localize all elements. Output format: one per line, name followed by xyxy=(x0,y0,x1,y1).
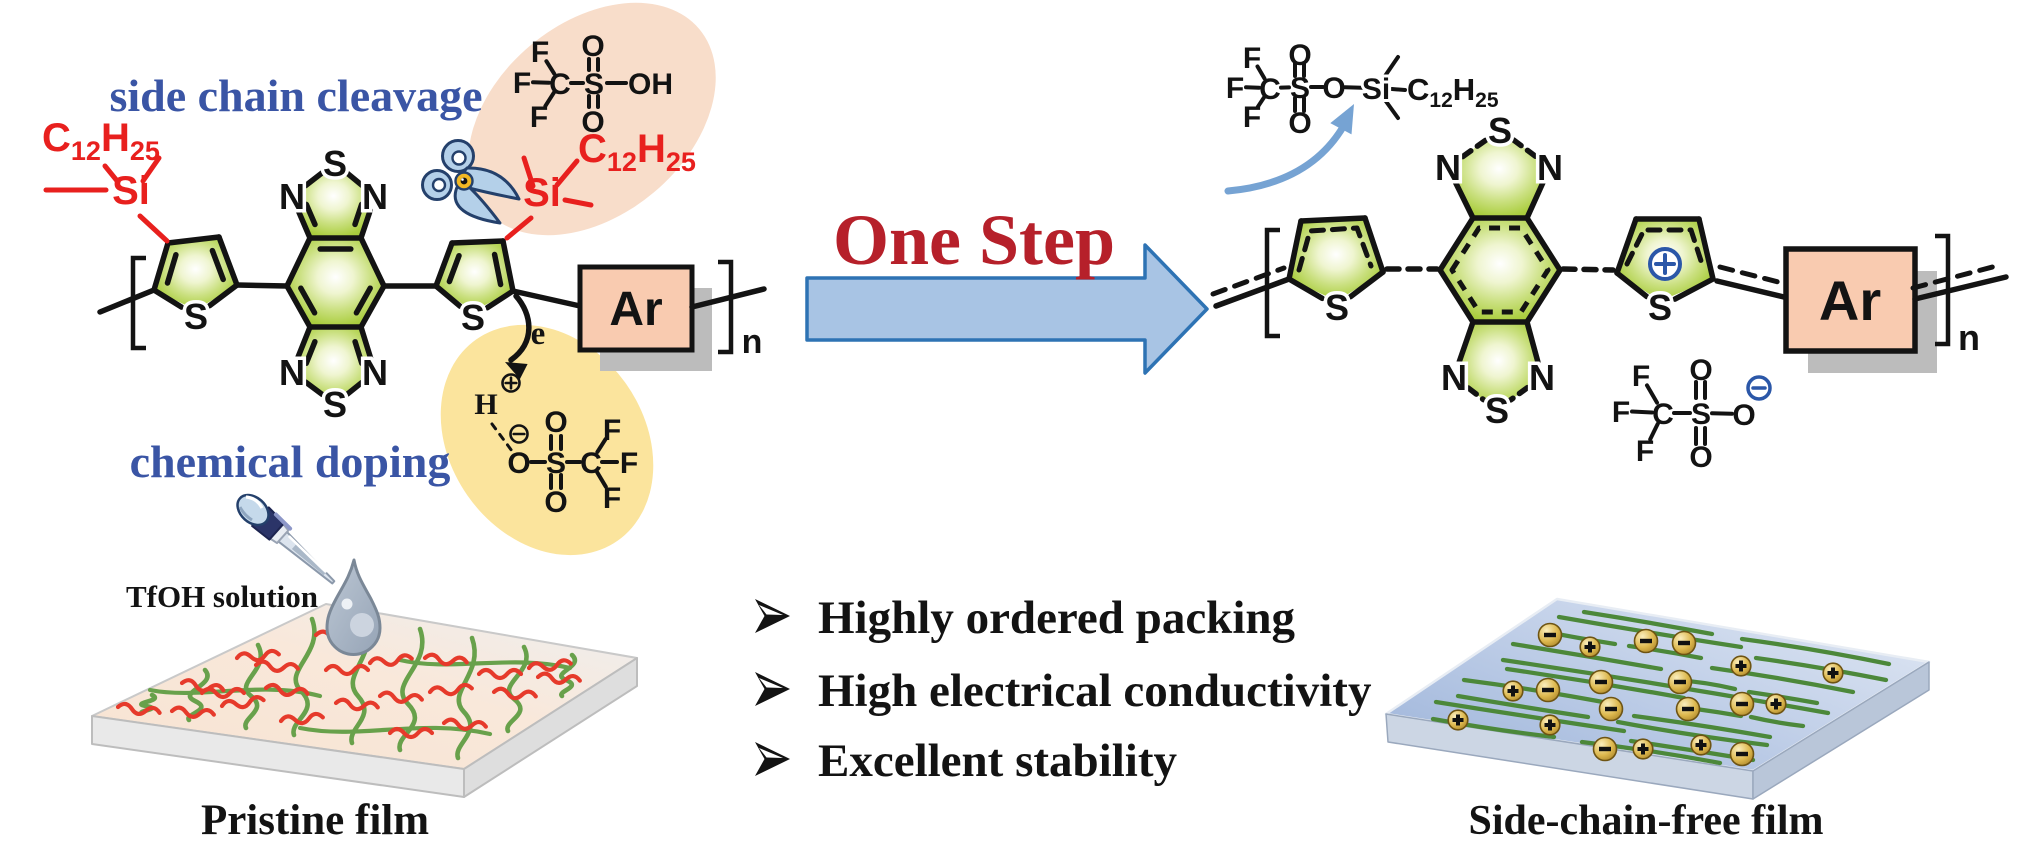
svg-text:C: C xyxy=(1259,73,1281,106)
svg-text:S: S xyxy=(1648,287,1672,328)
svg-text:C: C xyxy=(580,447,602,480)
svg-text:N: N xyxy=(1441,357,1467,398)
svg-text:F: F xyxy=(620,447,638,480)
svg-text:Pristine film: Pristine film xyxy=(201,797,429,844)
svg-text:side chain cleavage: side chain cleavage xyxy=(109,70,482,121)
svg-text:C12H25: C12H25 xyxy=(42,116,160,166)
svg-text:O: O xyxy=(1322,72,1345,105)
svg-text:S: S xyxy=(546,447,566,480)
svg-text:O: O xyxy=(544,486,567,519)
svg-text:O: O xyxy=(1689,441,1712,474)
svg-text:N: N xyxy=(279,352,305,393)
svg-text:N: N xyxy=(1435,147,1461,188)
svg-text:Side-chain-free film: Side-chain-free film xyxy=(1469,798,1824,844)
svg-text:F: F xyxy=(513,67,531,100)
svg-text:Ar: Ar xyxy=(609,283,662,336)
svg-text:S: S xyxy=(323,384,347,425)
svg-text:O: O xyxy=(1288,107,1311,140)
svg-text:O: O xyxy=(544,406,567,439)
svg-text:S: S xyxy=(1691,398,1711,431)
svg-text:O: O xyxy=(1689,354,1712,387)
svg-text:Highly ordered packing: Highly ordered packing xyxy=(818,592,1296,644)
svg-text:S: S xyxy=(461,297,485,338)
svg-text:O: O xyxy=(507,447,530,480)
svg-text:e: e xyxy=(531,316,546,352)
svg-text:Si: Si xyxy=(1362,73,1390,106)
svg-text:S: S xyxy=(1290,72,1310,105)
svg-text:S: S xyxy=(184,296,208,337)
svg-text:N: N xyxy=(362,352,388,393)
svg-text:C: C xyxy=(549,68,571,101)
svg-text:S: S xyxy=(1485,390,1509,431)
svg-text:N: N xyxy=(279,176,305,217)
svg-text:F: F xyxy=(603,482,621,515)
svg-text:F: F xyxy=(1632,360,1650,393)
svg-text:chemical doping: chemical doping xyxy=(130,436,451,487)
svg-text:One Step: One Step xyxy=(833,200,1115,280)
svg-text:TfOH solution: TfOH solution xyxy=(126,579,318,614)
svg-text:F: F xyxy=(530,101,548,134)
svg-text:Excellent stability: Excellent stability xyxy=(818,735,1177,787)
svg-text:F: F xyxy=(1226,72,1244,105)
svg-text:OH: OH xyxy=(628,68,673,101)
svg-text:F: F xyxy=(1243,101,1261,134)
svg-text:N: N xyxy=(1529,357,1555,398)
svg-text:High electrical conductivity: High electrical conductivity xyxy=(818,665,1372,717)
svg-text:O: O xyxy=(1732,399,1755,432)
svg-text:O: O xyxy=(1288,39,1311,72)
svg-text:C12H25: C12H25 xyxy=(578,127,696,177)
svg-text:C: C xyxy=(1652,398,1674,431)
svg-text:S: S xyxy=(584,68,604,101)
svg-text:H: H xyxy=(474,388,497,421)
svg-text:n: n xyxy=(742,323,763,361)
svg-text:n: n xyxy=(1958,317,1980,358)
svg-text:O: O xyxy=(581,30,604,63)
svg-text:F: F xyxy=(1243,42,1261,75)
svg-text:F: F xyxy=(603,414,621,447)
svg-text:F: F xyxy=(1612,396,1630,429)
svg-text:F: F xyxy=(1636,435,1654,468)
svg-text:F: F xyxy=(531,36,549,69)
svg-text:S: S xyxy=(1488,110,1512,151)
svg-text:N: N xyxy=(362,176,388,217)
svg-text:S: S xyxy=(1325,287,1349,328)
svg-text:Ar: Ar xyxy=(1819,269,1881,332)
svg-text:O: O xyxy=(581,106,604,139)
svg-text:S: S xyxy=(323,143,347,184)
svg-text:N: N xyxy=(1537,147,1563,188)
